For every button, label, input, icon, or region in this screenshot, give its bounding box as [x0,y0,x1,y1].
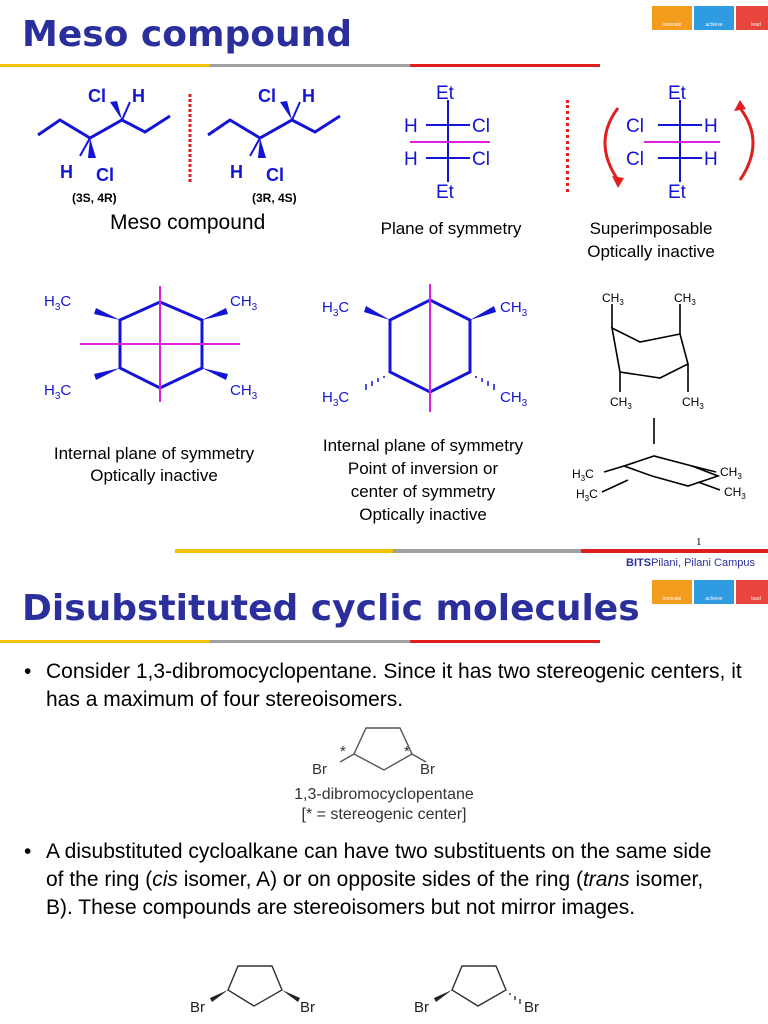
cyclohexane-plane-1: H3C CH3 H3C CH3 [44,286,258,402]
fischer2-caption-2: Optically inactive [587,242,715,261]
meso-zigzag-structures: Cl H H Cl Cl H H Cl (3S, 4R) (3R, 4S) [37,86,341,205]
mol2-bottom-right: Cl [266,165,284,185]
rotation-arrow-left [603,107,620,181]
page-number: 1 [696,536,702,548]
hex2-caption-3: center of symmetry [350,482,496,501]
trans-br-left: Br [414,999,429,1016]
mol2-config: (3R, 4S) [252,191,297,205]
star-right: * [404,743,410,760]
dibromocyclopentane-figure: Br Br * * [312,727,435,778]
fischer1-r2-left: H [404,149,418,170]
fischer2-r1-left: Cl [626,116,644,137]
fischer2-r1-right: H [704,116,718,137]
chair2-h3c-1: H3C [572,467,594,483]
hex2-caption-2: Point of inversion or [347,459,499,478]
hex1-caption-1: Internal plane of symmetry [53,444,255,463]
logo-word-1: innovate [652,6,692,30]
cis-trans-isomers: Br Br Br Br [190,965,539,1016]
fischer1-r1-left: H [404,116,418,137]
chair2-ch3-2: CH3 [724,485,746,501]
fischer2-r2-left: Cl [626,149,644,170]
fischer2-caption-1: Superimposable [589,219,713,238]
chair-conformations: CH3 CH3 CH3 CH3 H3C CH3 H3C CH3 [572,291,746,503]
logo2-word-1: innovate [652,580,692,604]
chair2-h3c-2: H3C [576,487,598,503]
logo-word-2: achieve [694,6,734,30]
hex2-h3c-bottom: H3C [322,389,349,409]
footer-campus-text: Pilani, Pilani Campus [651,557,755,569]
mol1-config: (3S, 4R) [72,191,117,205]
title2-underline [0,640,600,643]
fischer2-bottom: Et [668,182,687,203]
hex2-h3c-top: H3C [322,299,349,319]
slide2-title: Disubstituted cyclic molecules [22,588,640,629]
mol2-bottom-left: H [230,162,243,182]
br-left: Br [312,761,327,778]
footer-bits: BITS [626,557,652,569]
star-left: * [340,743,346,760]
cyclohexane-plane-2: H3C CH3 H3C CH3 [322,284,528,412]
slide1-title: Meso compound [22,14,353,55]
meso-caption: Meso compound [110,211,266,234]
hex1-h3c-top: H3C [44,293,71,313]
trans-br-right: Br [524,999,539,1016]
rotation-arrow-right [738,107,755,181]
fischer1-r2-right: Cl [472,149,490,170]
chair1-ch3-2: CH3 [674,291,696,307]
mirror-line-2 [566,100,569,192]
figure-caption-1: 1,3-dibromocyclopentane [294,786,474,803]
mol2-top-right: H [302,86,315,106]
chair1-ch3-4: CH3 [682,395,704,411]
mol1-top-right: H [132,86,145,106]
fischer-projection-2: Et Cl H Cl H Et [603,83,755,203]
chair1-ch3-1: CH3 [602,291,624,307]
hex1-ch3-bottom: CH3 [230,382,258,402]
logo2-word-3: lead [736,580,768,604]
hex2-caption-1: Internal plane of symmetry [322,436,524,455]
fischer1-bottom: Et [436,182,455,203]
brand-logo-2: innovate achieve lead [652,580,768,604]
logo-word-3: lead [736,6,768,30]
title-underline [0,64,600,67]
hex2-ch3-top: CH3 [500,299,528,319]
hex2-caption-4: Optically inactive [359,505,487,524]
chair1-ch3-3: CH3 [610,395,632,411]
logo2-word-2: achieve [694,580,734,604]
footer-bar [175,549,768,553]
fischer-projection-1: Et H Cl H Cl Et [404,83,490,203]
bullet-2: • A disubstituted cycloalkane can have t… [24,838,724,922]
fischer2-top: Et [668,83,687,104]
bullet-2-text: A disubstituted cycloalkane can have two… [46,840,712,919]
cis-br-right: Br [300,999,315,1016]
footer-campus: BITSPilani, Pilani Campus [626,557,755,569]
bullet-1: • Consider 1,3-dibromocyclopentane. Sinc… [24,658,744,714]
hex1-ch3-top: CH3 [230,293,258,313]
fischer1-top: Et [436,83,455,104]
mol1-bottom-left: H [60,162,73,182]
figure-caption-2: [* = stereogenic center] [301,806,467,823]
fischer1-r1-right: Cl [472,116,490,137]
br-right: Br [420,761,435,778]
fischer2-r2-right: H [704,149,718,170]
hex1-caption-2: Optically inactive [90,466,218,485]
brand-logo: innovate achieve lead [652,6,768,30]
mol1-top-left: Cl [88,86,106,106]
mol2-top-left: Cl [258,86,276,106]
hex2-ch3-bottom: CH3 [500,389,528,409]
hex1-h3c-bottom: H3C [44,382,71,402]
mol1-bottom-right: Cl [96,165,114,185]
bullet-1-text: Consider 1,3-dibromocyclopentane. Since … [46,660,742,711]
cis-br-left: Br [190,999,205,1016]
chair2-ch3-1: CH3 [720,465,742,481]
fischer1-caption: Plane of symmetry [380,219,522,238]
